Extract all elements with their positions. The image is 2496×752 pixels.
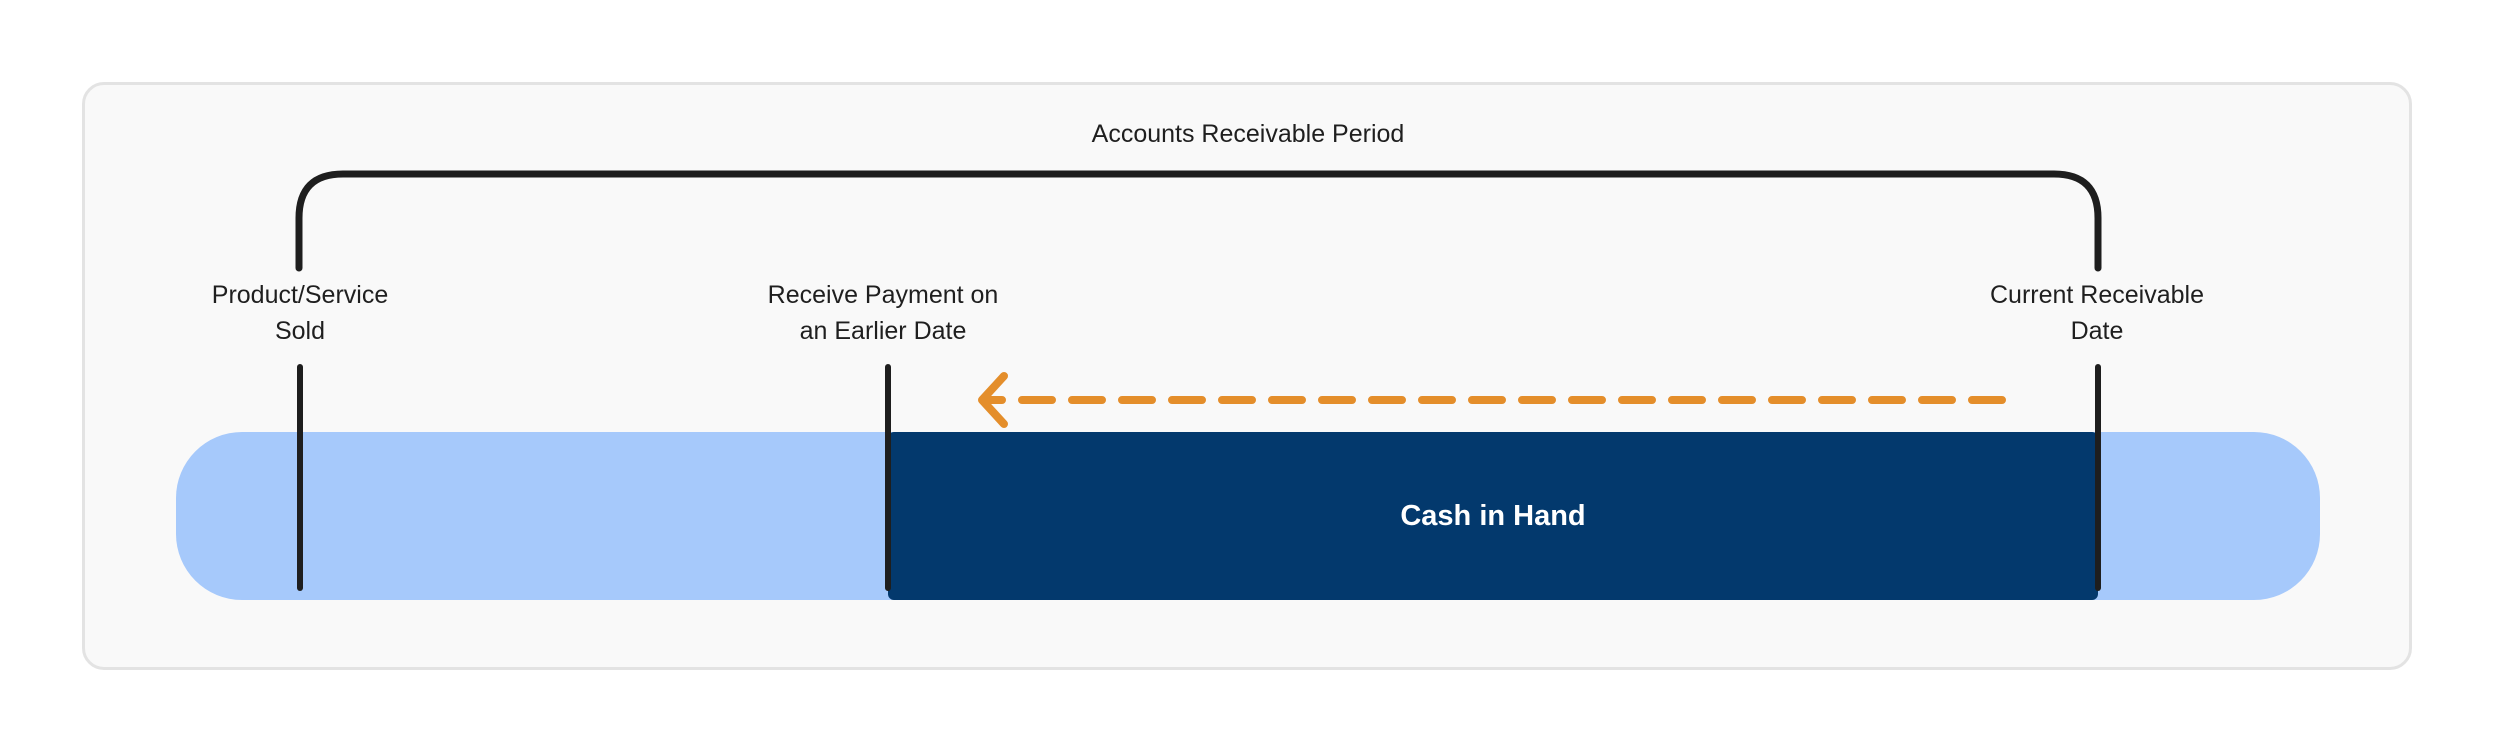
sold-label-line1: Product/Service [211,281,389,309]
period-label: Accounts Receivable Period [1091,120,1405,148]
current-date-label-line1: Current Receivable [1990,281,2204,309]
earlier-payment-label-line1: Receive Payment on [767,281,999,309]
current-date-label-line2: Date [2070,317,2124,345]
sold-marker-label: Product/Service Sold [150,277,450,349]
cash-in-hand-label: Cash in Hand [1400,499,1586,532]
arrowhead-icon [978,372,1008,428]
current-date-marker-label: Current Receivable Date [1947,277,2247,349]
earlier-payment-marker-label: Receive Payment on an Earlier Date [733,277,1033,349]
sold-label-line2: Sold [274,317,326,345]
period-bracket [295,170,2102,272]
cash-in-hand-block [888,432,2098,600]
earlier-payment-label-line2: an Earlier Date [799,317,967,345]
